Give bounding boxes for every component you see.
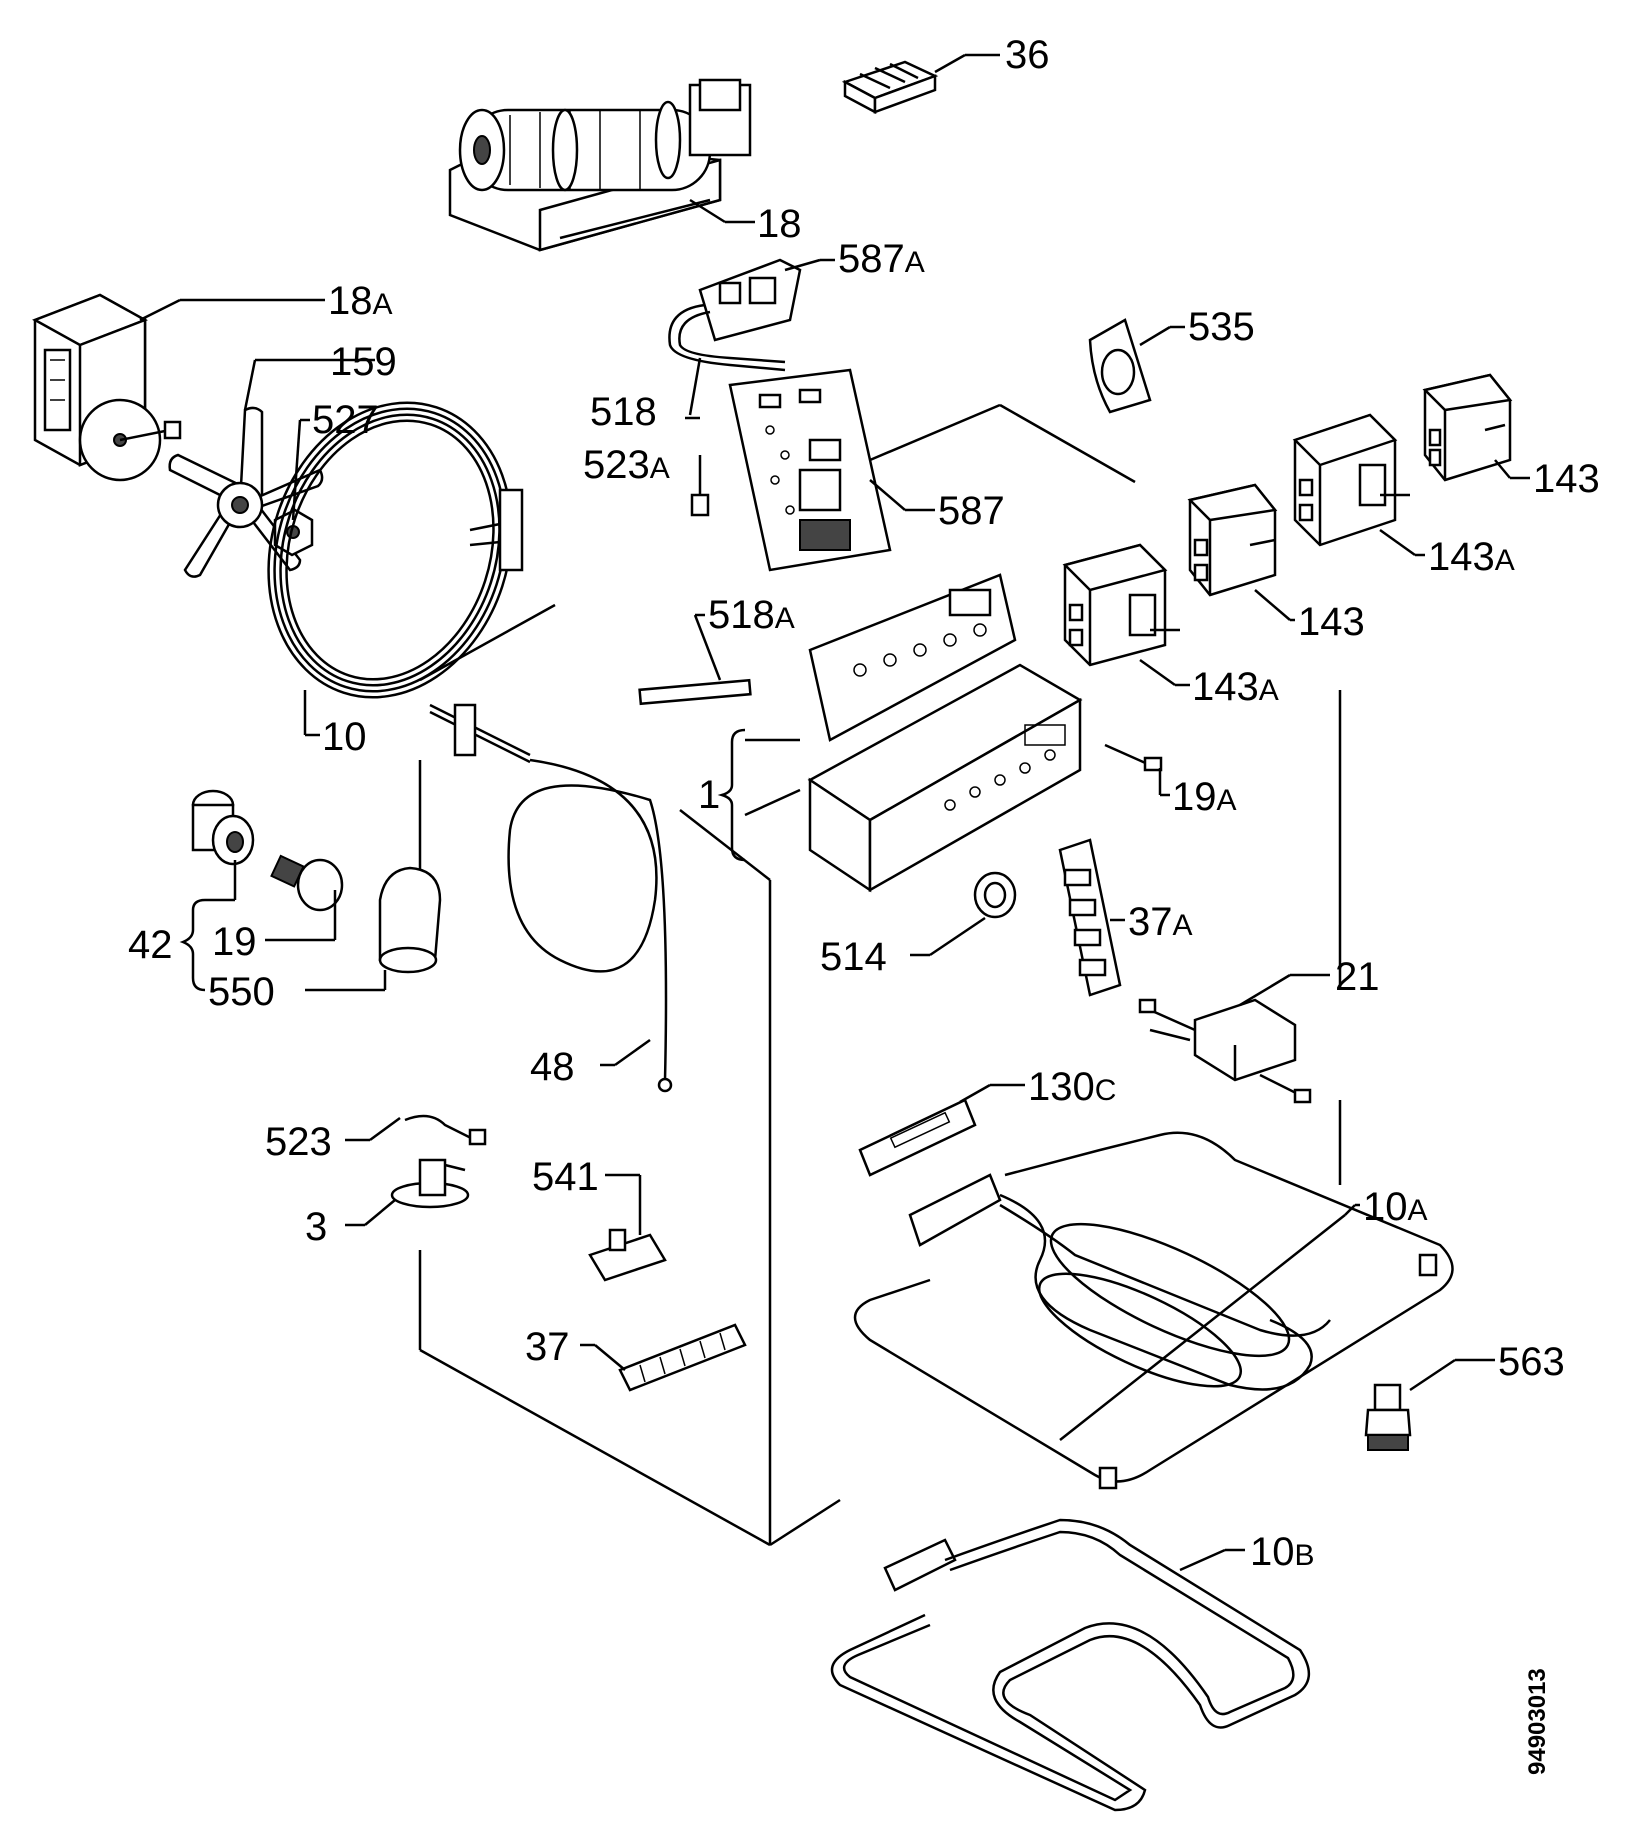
part-label: 37A xyxy=(1128,900,1193,944)
part-label: 19A xyxy=(1172,775,1237,819)
part-label: 518A xyxy=(708,593,795,637)
part-label: 523 xyxy=(265,1120,332,1164)
part-label: 48 xyxy=(530,1045,575,1089)
part-label: 10 xyxy=(322,715,367,759)
switch-143-top xyxy=(1422,373,1513,482)
gasket-130C xyxy=(858,1098,977,1177)
part-label: 10B xyxy=(1250,1530,1315,1574)
control-module-1 xyxy=(807,573,1083,893)
part-label: 514 xyxy=(820,935,887,979)
nut-527 xyxy=(273,508,314,557)
cable-518 xyxy=(668,303,786,372)
lamp-19A xyxy=(1104,743,1163,772)
part-label: 587 xyxy=(938,489,1005,533)
part-label: 3 xyxy=(305,1205,327,1249)
group-braces xyxy=(179,728,801,992)
main-pcb-587 xyxy=(728,368,892,572)
part-label: 37 xyxy=(525,1325,570,1369)
part-label: 130C xyxy=(1028,1065,1116,1109)
display-pcb-587A xyxy=(698,258,802,342)
thermostat-3 xyxy=(390,1158,470,1209)
part-label: 587A xyxy=(838,237,925,281)
part-label: 19 xyxy=(212,920,257,964)
terminal-strip-37 xyxy=(618,1323,747,1392)
ribbon-cable-518A xyxy=(638,678,752,706)
connector-523A xyxy=(690,455,710,517)
cabinet-frame xyxy=(418,403,1342,1547)
lamp-cover-550 xyxy=(378,866,442,974)
leader-lines xyxy=(139,53,1530,1572)
part-label: 143 xyxy=(1298,600,1365,644)
drawing-number: 94903013 xyxy=(1524,1668,1551,1775)
switch-143A-top xyxy=(1292,413,1410,547)
part-label: 563 xyxy=(1498,1340,1565,1384)
part-label: 518 xyxy=(590,390,657,434)
tangential-fan-18 xyxy=(448,78,752,252)
part-label: 36 xyxy=(1005,33,1050,77)
part-label: 550 xyxy=(208,970,275,1014)
fan-motor-18A xyxy=(32,293,182,482)
clip-541 xyxy=(588,1228,667,1282)
part-label: 143 xyxy=(1533,457,1600,501)
bottom-element-10B xyxy=(830,1518,1310,1812)
terminal-strip-37A xyxy=(1058,838,1122,997)
part-label: 18A xyxy=(328,279,393,323)
part-label: 541 xyxy=(532,1155,599,1199)
switch-143-mid xyxy=(1187,483,1278,597)
knob-cap-535 xyxy=(1088,318,1152,414)
part-label: 18 xyxy=(757,202,802,246)
lamp-bulb-19 xyxy=(270,854,344,912)
thermostat-probe-48 xyxy=(429,703,673,1093)
part-label: 143A xyxy=(1192,665,1279,709)
grommet-514 xyxy=(973,871,1017,919)
part-labels: 36 18 587A 18A 159 527 535 518 523A 587 … xyxy=(128,33,1600,1574)
part-label: 10A xyxy=(1363,1185,1428,1229)
part-label: 21 xyxy=(1335,955,1380,999)
lamp-holder-42 xyxy=(191,789,255,866)
circular-element-10 xyxy=(267,401,524,699)
terminal-block-36 xyxy=(841,60,939,115)
switch-143A-mid xyxy=(1062,543,1180,667)
part-label: 535 xyxy=(1188,305,1255,349)
part-label: 143A xyxy=(1428,535,1515,579)
cable-523 xyxy=(404,1114,487,1146)
part-label: 42 xyxy=(128,923,173,967)
suppressor-filter-21 xyxy=(1138,998,1312,1104)
part-label: 527 xyxy=(312,398,379,442)
foot-563 xyxy=(1364,1383,1412,1451)
grill-element-10A xyxy=(853,1131,1454,1490)
part-label: 1 xyxy=(698,773,720,817)
part-label: 159 xyxy=(330,340,397,384)
part-label: 523A xyxy=(583,443,670,487)
